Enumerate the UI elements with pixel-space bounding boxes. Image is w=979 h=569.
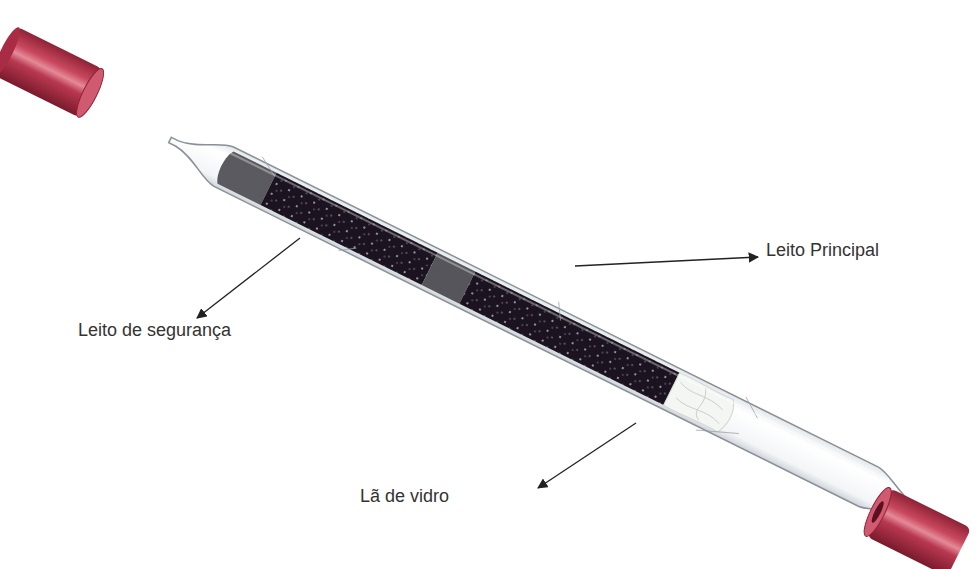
leader-arrow [538,423,636,488]
glass-tube [158,115,939,539]
part-label: Lã de vidro [358,486,451,508]
part-label: Leito Principal [764,240,881,262]
red-cap [0,25,108,120]
red-cap [859,485,971,569]
part-label: Leito de segurança [76,320,233,342]
leader-arrow [575,257,758,266]
leader-arrow [197,238,300,318]
